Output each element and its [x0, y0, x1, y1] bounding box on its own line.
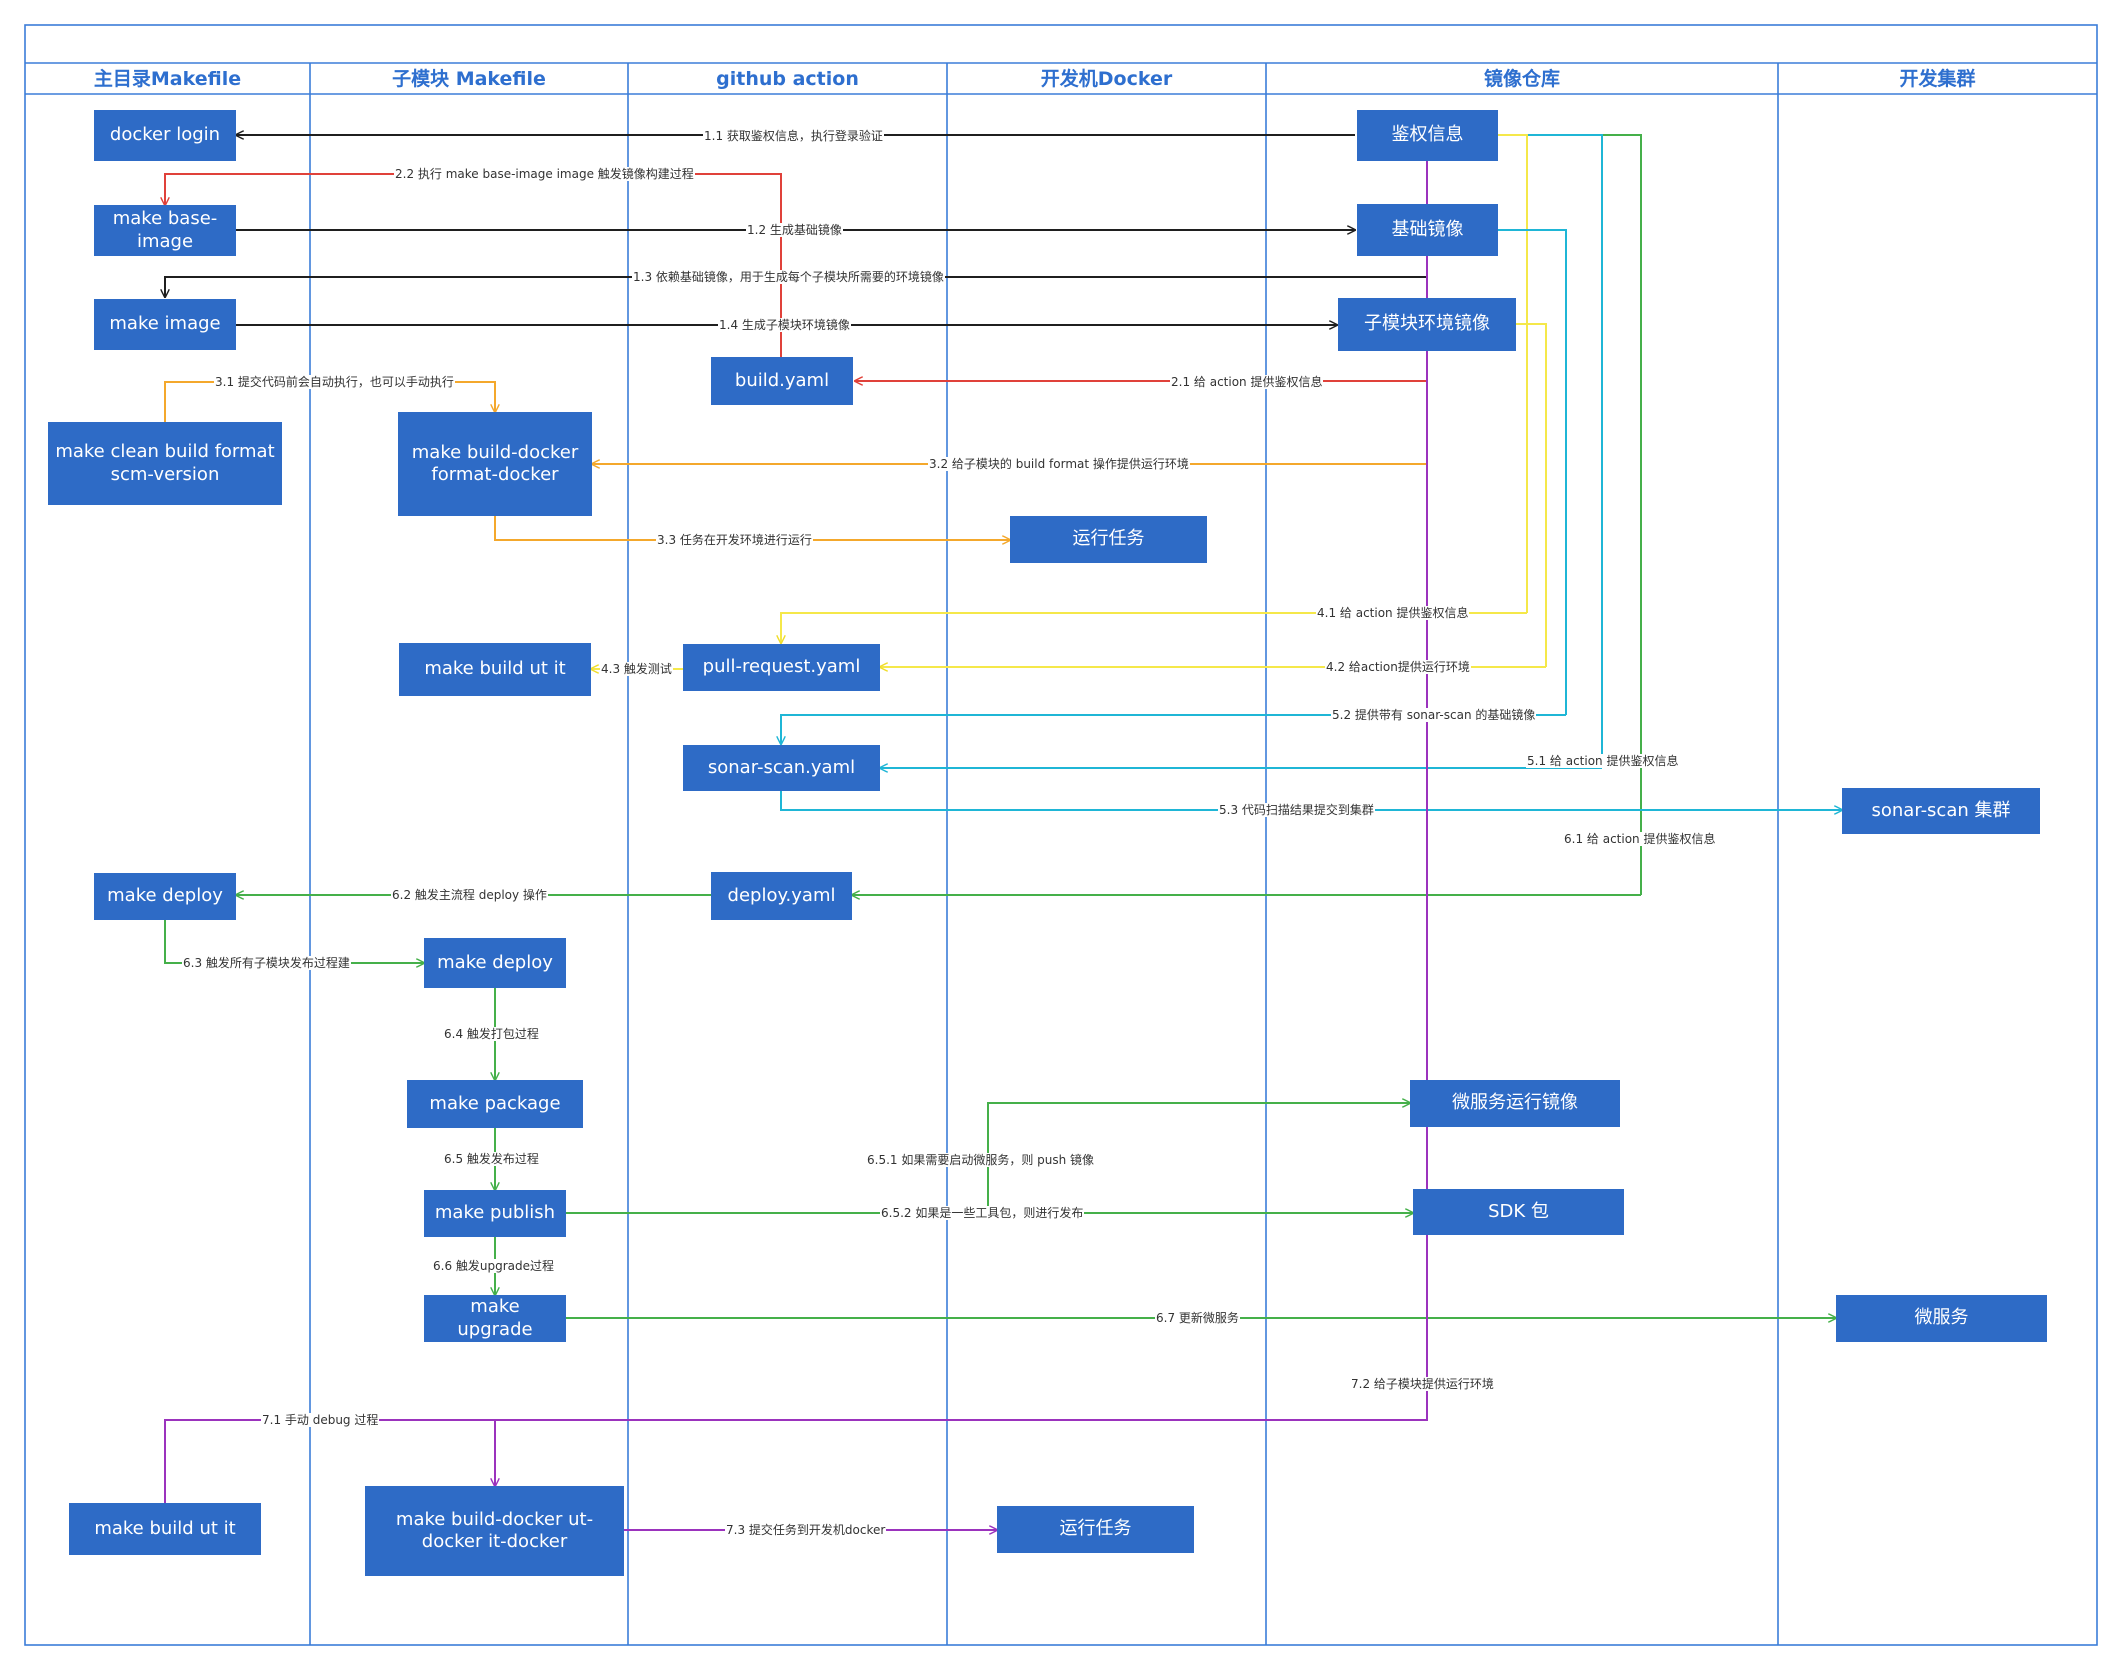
node-make-deploy-sub[interactable]: make deploy [424, 938, 566, 988]
edge-label-4-1: 4.1 给 action 提供鉴权信息 [1316, 606, 1470, 620]
edge-label-6-5: 6.5 触发发布过程 [443, 1152, 540, 1166]
edge-label-1-1: 1.1 获取鉴权信息，执行登录验证 [703, 129, 884, 143]
node-make-base-image[interactable]: make base- image [94, 205, 236, 256]
edge-label-6-7: 6.7 更新微服务 [1155, 1311, 1240, 1325]
node-make-clean-build-format[interactable]: make clean build format scm-version [48, 422, 282, 505]
edge-5-1-trunk [1498, 134, 1603, 768]
edge-label-7-1: 7.1 手动 debug 过程 [261, 1413, 380, 1427]
edge-label-4-3: 4.3 触发测试 [600, 662, 673, 676]
node-pull-request-yaml[interactable]: pull-request.yaml [683, 644, 880, 691]
node-sonar-scan-cluster[interactable]: sonar-scan 集群 [1842, 788, 2040, 834]
edge-label-2-2: 2.2 执行 make base-image image 触发镜像构建过程 [394, 167, 695, 181]
lane-header-github-action: github action [716, 68, 859, 90]
edge-label-5-1: 5.1 给 action 提供鉴权信息 [1526, 754, 1680, 768]
edge-4-1-trunk [1498, 134, 1528, 613]
edge-7-1 [164, 1419, 495, 1503]
edge-label-7-2: 7.2 给子模块提供运行环境 [1350, 1377, 1495, 1391]
edge-label-6-2: 6.2 触发主流程 deploy 操作 [391, 888, 548, 902]
node-build-yaml[interactable]: build.yaml [711, 357, 853, 405]
edge-label-2-1: 2.1 给 action 提供鉴权信息 [1170, 375, 1324, 389]
edge-5-3 [780, 790, 1842, 810]
edge-label-6-5-2: 6.5.2 如果是一些工具包，则进行发布 [880, 1206, 1085, 1220]
edge-2-2 [165, 173, 782, 357]
node-make-deploy-main[interactable]: make deploy [94, 873, 236, 920]
edge-label-1-2: 1.2 生成基础镜像 [746, 223, 843, 237]
node-deploy-yaml[interactable]: deploy.yaml [711, 872, 852, 920]
edge-7-2 [495, 160, 1428, 1486]
edge-label-6-5-1: 6.5.1 如果需要启动微服务，则 push 镜像 [866, 1153, 1096, 1167]
edge-label-6-6: 6.6 触发upgrade过程 [432, 1259, 556, 1273]
edge-label-7-3: 7.3 提交任务到开发机docker [725, 1523, 887, 1537]
lane-header-dev-cluster: 开发集群 [1899, 68, 1976, 90]
edge-label-1-4: 1.4 生成子模块环境镜像 [718, 318, 851, 332]
edge-trunks [1498, 134, 1642, 895]
node-make-upgrade[interactable]: make upgrade [424, 1295, 566, 1342]
lane-header-dev-docker: 开发机Docker [1040, 68, 1173, 90]
edge-6-1-trunk [1498, 134, 1642, 895]
node-base-image[interactable]: 基础镜像 [1357, 204, 1498, 256]
edge-label-6-3: 6.3 触发所有子模块发布过程建 [182, 956, 351, 970]
edge-label-3-1: 3.1 提交代码前会自动执行，也可以手动执行 [214, 375, 455, 389]
node-sonar-scan-yaml[interactable]: sonar-scan.yaml [683, 745, 880, 791]
edge-label-3-3: 3.3 任务在开发环境进行运行 [656, 533, 813, 547]
edge-label-6-1: 6.1 给 action 提供鉴权信息 [1563, 832, 1717, 846]
edge-label-6-4: 6.4 触发打包过程 [443, 1027, 540, 1041]
edge-6-5-1 [987, 1103, 1410, 1213]
edges-orange [164, 381, 1427, 540]
edge-label-1-3: 1.3 依赖基础镜像，用于生成每个子模块所需要的环境镜像 [632, 270, 945, 284]
node-microservice[interactable]: 微服务 [1836, 1295, 2047, 1342]
node-make-package[interactable]: make package [407, 1080, 583, 1128]
edge-label-5-2: 5.2 提供带有 sonar-scan 的基础镜像 [1331, 708, 1537, 722]
edge-4-2-trunk [1516, 323, 1547, 667]
edge-3-3 [494, 515, 1010, 540]
edge-5-2-trunk [1498, 229, 1567, 715]
edge-label-3-2: 3.2 给子模块的 build format 操作提供运行环境 [928, 457, 1190, 471]
swimlane-frame [24, 24, 2098, 1646]
node-make-image[interactable]: make image [94, 299, 236, 350]
edges-cyan [780, 714, 1842, 810]
node-make-build-docker[interactable]: make build-docker format-docker [398, 412, 592, 516]
node-run-task-2[interactable]: 运行任务 [997, 1506, 1194, 1553]
node-make-publish[interactable]: make publish [424, 1190, 566, 1237]
node-submodule-env-image[interactable]: 子模块环境镜像 [1338, 298, 1516, 351]
edge-4-1 [781, 612, 1527, 643]
edge-5-2 [781, 714, 1566, 744]
edge-label-5-3: 5.3 代码扫描结果提交到集群 [1218, 803, 1375, 817]
node-auth-info[interactable]: 鉴权信息 [1357, 110, 1498, 161]
node-sdk-package[interactable]: SDK 包 [1413, 1189, 1624, 1235]
edge-label-4-2: 4.2 给action提供运行环境 [1325, 660, 1471, 674]
node-run-task-1[interactable]: 运行任务 [1010, 516, 1207, 563]
lane-header-submodule-makefile: 子模块 Makefile [392, 68, 546, 90]
node-make-build-docker-ut[interactable]: make build-docker ut- docker it-docker [365, 1486, 624, 1576]
lane-header-main-makefile: 主目录Makefile [93, 68, 242, 90]
lane-header-image-repo: 镜像仓库 [1483, 68, 1560, 90]
node-microservice-image[interactable]: 微服务运行镜像 [1410, 1080, 1620, 1127]
edge-1-3 [165, 276, 1427, 297]
node-docker-login[interactable]: docker login [94, 110, 236, 161]
node-make-build-ut-it-sub[interactable]: make build ut it [399, 643, 591, 696]
node-make-build-ut-it-main[interactable]: make build ut it [69, 1503, 261, 1555]
